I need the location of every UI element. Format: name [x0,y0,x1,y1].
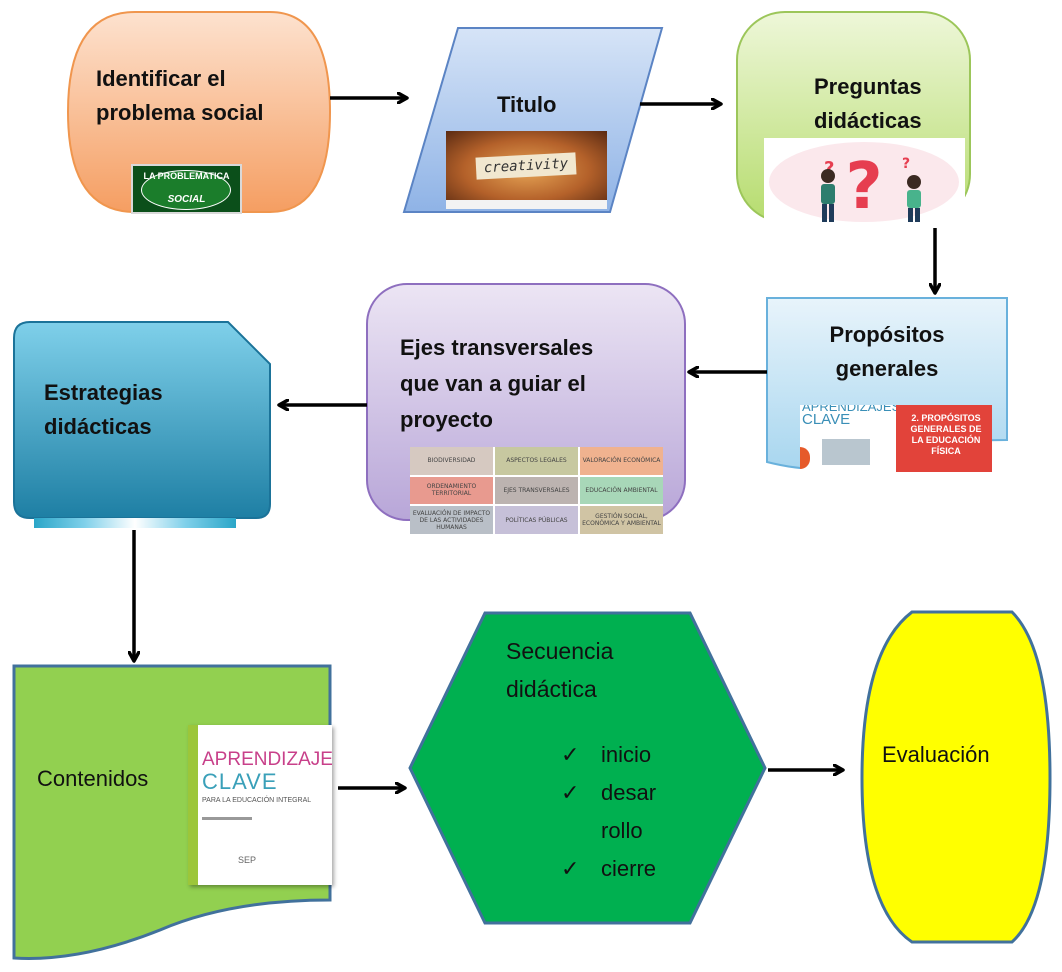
problematica-thumb-line1: LA PROBLEMATICA [143,171,230,181]
propositos-thumb-sub: CLAVE [802,411,851,428]
secuencia-item-label: inicio [601,742,652,767]
identificar-label: Identificar el problema social [96,62,264,130]
preguntas-image: ? ? ? [764,138,965,226]
secuencia-item-rollo: rollo [561,812,656,850]
creativity-image: creativity [446,131,607,209]
estrategias-image-strip [34,518,236,528]
creativity-word: creativity [475,152,577,180]
propositos-label: Propósitos generales [826,318,948,386]
ejes-line-2: que van a guiar el [400,371,586,396]
svg-text:?: ? [845,150,882,224]
propositos-thumb-right: 2. PROPÓSITOS GENERALES DE LA EDUCACIÓN … [896,405,992,472]
preguntas-label: Preguntas didácticas [814,70,922,138]
svg-text:?: ? [824,158,834,179]
ejes-label: Ejes transversales que van a guiar el pr… [400,330,593,438]
creativity-footer-strip [446,200,607,209]
ejes-grid-cell: POLÍTICAS PÚBLICAS [495,506,578,534]
propositos-photo [822,439,870,465]
propositos-thumb-left: APRENDIZAJES CLAVE [800,405,900,472]
question-people-illustration: ? ? ? [769,142,959,224]
estrategias-line-2: didácticas [44,414,152,439]
book-footer: SEP [238,855,257,865]
ejes-grid-cell: ORDENAMIENTO TERRITORIAL [410,476,493,505]
ejes-grid-cell: VALORACIÓN ECONÓMICA [580,447,663,475]
ejes-grid-cell: EJES TRANSVERSALES [495,476,578,505]
secuencia-line-2: didáctica [506,676,597,702]
propositos-line-2: generales [835,356,939,381]
secuencia-item-label: desar [601,780,657,805]
secuencia-list: ✓ inicio ✓ desar rollo ✓ cierre [561,736,656,888]
estrategias-shape [13,321,271,519]
secuencia-item-label: cierre [601,856,657,881]
ejes-grid-cell: GESTIÓN SOCIAL, ECONÓMICA Y AMBIENTAL [580,506,663,534]
book-subtitle: PARA LA EDUCACIÓN INTEGRAL [202,797,312,804]
identificar-line-1: Identificar el [96,66,226,91]
ejes-grid-cell: BIODIVERSIDAD [410,447,493,475]
propositos-image: APRENDIZAJES CLAVE 2. PROPÓSITOS GENERAL… [800,405,992,472]
ejes-grid-cell: ASPECTOS LEGALES [495,447,578,475]
problematica-image: LA PROBLEMATICA SOCIAL [131,164,242,214]
aprendizajes-book-image: APRENDIZAJES CLAVE PARA LA EDUCACIÓN INT… [188,725,332,885]
secuencia-line-1: Secuencia [506,638,614,664]
book-line [202,817,252,820]
secuencia-item-inicio: ✓ inicio [561,736,656,774]
contenidos-label: Contenidos [37,766,149,791]
propositos-orange-mark [800,447,810,469]
identificar-shape [66,11,332,213]
secuencia-label: Secuencia didáctica [506,632,613,708]
secuencia-shape [408,611,767,925]
globe-emblem [141,170,231,210]
estrategias-line-1: Estrategias [44,380,163,405]
problematica-thumb-line2: SOCIAL [167,194,206,205]
svg-text:?: ? [902,156,910,172]
ejes-grid-cell: EDUCACIÓN AMBIENTAL [580,476,663,505]
preguntas-line-1: Preguntas [814,74,922,99]
check-icon: ✓ [561,856,580,881]
secuencia-item-label: rollo [601,818,643,843]
book-title-2: CLAVE [202,769,278,794]
identificar-line-2: problema social [96,100,264,125]
evaluacion-shape [860,610,1052,944]
book-title-1: APRENDIZAJES [202,749,332,770]
ejes-grid-cell: EVALUACIÓN DE IMPACTO DE LAS ACTIVIDADES… [410,506,493,534]
evaluacion-label: Evaluación [882,742,990,767]
secuencia-item-cierre: ✓ cierre [561,850,656,888]
ejes-line-1: Ejes transversales [400,335,594,360]
titulo-label: Titulo [497,92,557,117]
secuencia-item-desar: ✓ desar [561,774,656,812]
check-icon: ✓ [561,780,580,805]
propositos-line-1: Propósitos [829,322,945,347]
ejes-line-3: proyecto [400,407,493,432]
check-icon: ✓ [561,742,580,767]
estrategias-label: Estrategias didácticas [44,376,163,444]
preguntas-line-2: didácticas [814,108,922,133]
propositos-thumb-title: APRENDIZAJES [802,405,901,414]
propositos-thumb-right-text: 2. PROPÓSITOS GENERALES DE LA EDUCACIÓN … [910,413,982,456]
book-spine [188,725,198,885]
